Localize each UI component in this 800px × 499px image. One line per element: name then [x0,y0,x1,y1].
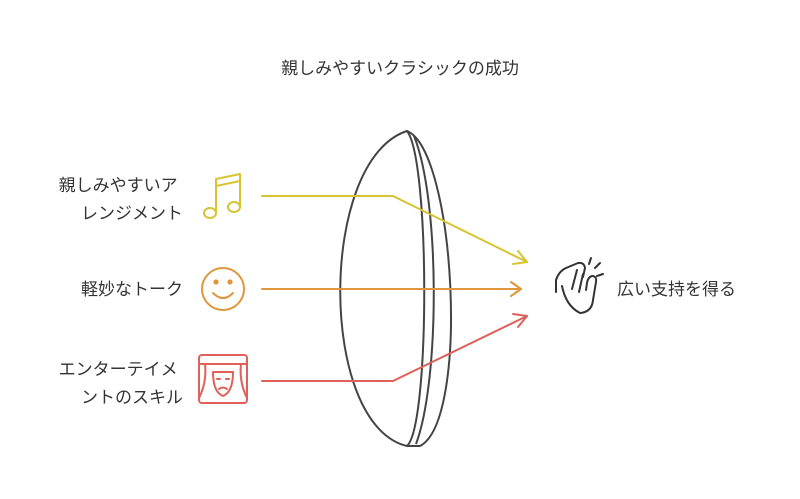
input-label-talk: 軽妙なトーク [81,280,183,300]
smiley-face-icon [201,267,245,311]
arrow-entertainment [261,313,528,382]
diagram-title: 親しみやすいクラシックの成功 [281,59,519,79]
music-note-icon [203,173,241,219]
arrow-arrangement [261,195,528,265]
clapping-hands-icon [555,257,604,314]
theater-mask-icon [198,354,248,404]
input-label-arrangement: 親しみやすいア レンジメント [59,176,183,224]
lens-edge-rim [406,130,452,447]
arrow-talk [261,281,522,297]
output-label: 広い支持を得る [617,280,736,300]
input-label-entertainment: エンターテイメ ントのスキル [59,360,183,408]
